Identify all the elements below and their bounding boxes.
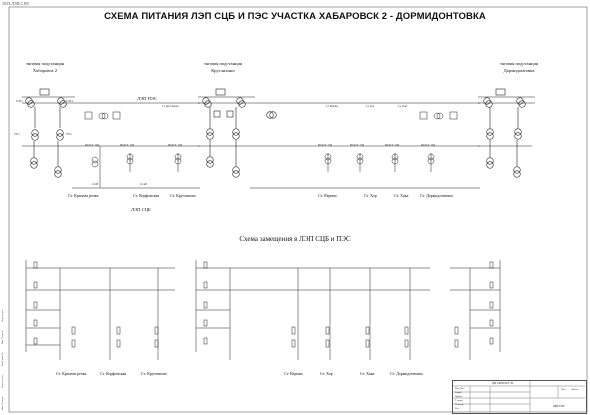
label-04kv: 0,4 кВ: [140, 183, 147, 186]
label-verino: Ст. Верино: [326, 105, 339, 108]
label-khor: Ст. Хор: [366, 105, 375, 108]
post-label: ПОСТ ЭЦ: [421, 143, 435, 147]
tb-sheets-label: Листов: [571, 389, 578, 391]
substation-khabarovsk-scheme: [22, 88, 75, 178]
top-station-6: Ст. Хака: [394, 193, 409, 198]
drawing-code: ДП 23050101 ЭС: [492, 381, 514, 385]
top-lines-left: [72, 102, 200, 189]
top-station-7: Ст. Дормидонтовка: [420, 193, 453, 198]
title-block: Изм. Лист Разраб. Провер. Т. контр. Н. к…: [452, 380, 587, 414]
bottom-station-5: Ст. Хор: [320, 371, 333, 376]
title-block-lines: [452, 380, 585, 412]
label-tsn1: ТСН-1: [16, 100, 24, 103]
tb-sheet-label: Лист: [561, 389, 566, 391]
tb-row: Разраб.: [455, 392, 462, 394]
substation-kruglikhino-scheme: [198, 88, 277, 178]
tb-row: Провер.: [455, 396, 463, 398]
bottom-station-3: Ст. Кругликово: [141, 371, 167, 376]
substation-name-3: Дормидонтовка: [503, 68, 535, 73]
substation-name-2: Круглихино: [211, 68, 235, 73]
post-label: ПОСТ ЭЦ: [120, 143, 134, 147]
top-lines-right: [250, 102, 480, 189]
post-label: ПОСТ ЭЦ: [168, 143, 182, 147]
label-tn1: ТН-1: [14, 133, 20, 136]
post-label: ПОСТ ЭЦ: [85, 143, 99, 147]
equivalent-scheme: [25, 260, 501, 360]
bottom-station-6: Ст. Хака: [360, 371, 375, 376]
post-label: ПОСТ ЭЦ: [350, 143, 364, 147]
substation-type-3: тяговая подстанция: [499, 61, 539, 66]
label-tn2: ТН-2: [66, 133, 72, 136]
tb-row: Утв.: [455, 408, 460, 410]
tb-row: Н. контр.: [455, 404, 464, 406]
post-label: ПОСТ ЭЦ: [318, 143, 332, 147]
page-title: СХЕМА ПИТАНИЯ ЛЭП СЦБ И ПЭС УЧАСТКА ХАБА…: [104, 11, 486, 22]
substation-name-1: Хабаровск 2: [32, 68, 58, 73]
strip-text: Подп. и дата: [1, 375, 4, 388]
bottom-station-4: Ст. Верино: [284, 371, 303, 376]
strip-text: Взам. инв. №: [1, 352, 4, 366]
label-khaka: Ст. Хака: [398, 105, 408, 108]
bottom-station-2: Ст. Корфовская: [100, 371, 127, 376]
label-tsn2: ТСН-2: [66, 100, 74, 103]
post-label: ПОСТ ЭЦ: [385, 143, 399, 147]
top-station-3: Ст. Кругликово: [170, 193, 196, 198]
tb-org: ДВГУПС: [553, 404, 566, 408]
corner-stamp: ЭСП.ЛЭП.С.ВТ: [2, 1, 30, 6]
equivalent-scheme-title: Схема замещения в ЛЭП СЦБ и ПЭС: [239, 235, 351, 243]
bottom-station-1: Ст. Красная речка: [56, 371, 87, 376]
strip-text: Подп. и дата: [1, 309, 4, 322]
line-label-pes: ЛЭП ПЭС: [137, 96, 158, 101]
tb-row: Изм. Лист: [455, 388, 465, 390]
bottom-station-7: Ст. Дормидонтовка: [390, 371, 423, 376]
top-station-4: Ст. Верино: [318, 193, 337, 198]
top-station-1: Ст. Красная речка: [68, 193, 99, 198]
strip-text: Инв. № подл.: [1, 396, 4, 410]
top-station-2: Ст. Корфовская: [133, 193, 160, 198]
label-10kv: 10 кВ: [92, 183, 99, 186]
binding-strip: Инв. № подл. Подп. и дата Взам. инв. № И…: [1, 300, 7, 412]
line-label-scb: ЛЭП СЦБ: [131, 207, 151, 212]
top-station-5: Ст. Хор: [364, 193, 377, 198]
strip-text: Инв. № дубл.: [1, 330, 4, 344]
substation-type-2: тяговая подстанция: [203, 61, 243, 66]
label-kruglikovo: Ст. Кругликово: [162, 105, 179, 108]
tb-row: Т. контр.: [455, 400, 464, 402]
substation-dormidontovka-scheme: [478, 88, 535, 178]
substation-type-1: тяговая подстанция: [25, 61, 65, 66]
